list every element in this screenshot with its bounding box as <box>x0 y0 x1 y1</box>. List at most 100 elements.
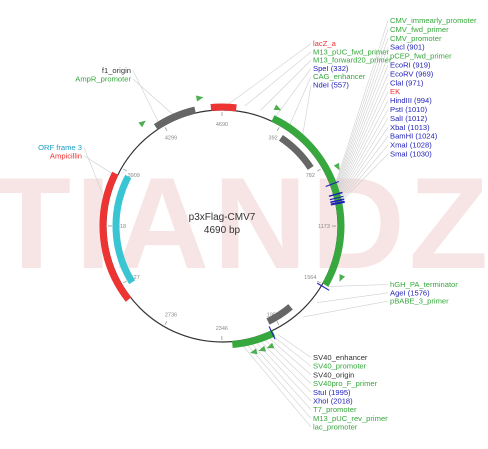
label-leader-line <box>336 38 389 185</box>
cut-site-mark <box>325 181 340 188</box>
cut-site-mark <box>268 326 276 340</box>
cut-site-mark <box>330 198 345 203</box>
cut-site-mark <box>330 200 345 205</box>
label-leader-line <box>339 100 389 194</box>
feature-label: EK <box>390 87 400 96</box>
feature-label: lacZ_a <box>313 39 337 48</box>
feature-arc-cmv-promoter-arc <box>271 115 345 287</box>
label-leader-line <box>340 136 389 199</box>
primer-arrow <box>339 274 346 282</box>
primer-arrow <box>266 342 275 349</box>
feature-label: Sacl (901) <box>390 43 425 52</box>
primer-arrow <box>138 120 146 128</box>
tick-mark <box>123 168 127 172</box>
feature-label: CMV_fwd_primer <box>390 25 449 34</box>
label-leader-line <box>340 144 389 201</box>
feature-arc-hgh-pa-box <box>266 304 293 325</box>
primer-arrow <box>250 348 258 355</box>
label-leader-line <box>339 91 389 193</box>
label-leader-line <box>289 76 312 125</box>
label-leader-line <box>275 68 312 117</box>
feature-label: XmaI (1028) <box>390 141 432 150</box>
label-leader-line <box>244 51 312 107</box>
feature-label: CMV_immearly_promoter <box>390 16 477 25</box>
feature-label: HindIII (994) <box>390 96 432 105</box>
tick-mark <box>164 321 168 325</box>
label-leader-line <box>338 73 389 190</box>
label-leader-line <box>316 292 389 304</box>
label-leader-line <box>341 153 389 202</box>
label-leader-line <box>339 109 389 196</box>
feature-arc-sv40-origin-arc <box>231 330 276 349</box>
cut-site-mark <box>316 282 330 291</box>
label-leader-line <box>337 47 389 187</box>
tick-mark <box>123 280 127 284</box>
label-leader-line <box>269 338 312 376</box>
feature-label: hGH_PA_terminator <box>390 280 458 289</box>
feature-arc-ampicillin <box>99 171 132 302</box>
label-leader-line <box>337 64 389 189</box>
feature-label: M13_pUC_fwd_primer <box>313 47 389 56</box>
feature-label: XhoI (2018) <box>313 397 353 406</box>
label-leader-line <box>260 341 312 393</box>
tick-label: 4299 <box>165 136 177 142</box>
feature-label: SV40pro_F_primer <box>313 379 378 388</box>
feature-label: SV40_promoter <box>313 362 367 371</box>
label-leader-line <box>273 336 312 367</box>
feature-label: CMV_promoter <box>390 34 442 43</box>
feature-label: Ampicillin <box>50 151 82 160</box>
feature-label: M13_forward20_primer <box>313 56 392 65</box>
feature-label: AmpR_promoter <box>75 75 131 84</box>
tick-mark <box>317 280 321 284</box>
feature-label: f1_origin <box>102 66 131 75</box>
label-leader-lines <box>83 20 389 428</box>
label-leader-line <box>335 20 389 183</box>
cut-site-mark <box>330 201 345 206</box>
tick-mark <box>276 321 280 325</box>
feature-label: SalI (1012) <box>390 114 428 123</box>
feature-label: lac_promoter <box>313 423 358 432</box>
label-leader-line <box>340 118 389 197</box>
tick-label: 4690 <box>216 122 228 128</box>
feature-label: CAG_enhancer <box>313 72 366 81</box>
feature-labels: CMV_immearly_promoterCMV_fwd_primerCMV_p… <box>38 16 477 432</box>
feature-label: SpeI (332) <box>313 64 349 73</box>
label-leader-line <box>302 84 312 135</box>
label-leader-line <box>83 155 113 174</box>
primer-arrow <box>273 104 282 111</box>
feature-label: M13_pUC_rev_primer <box>313 414 388 423</box>
tick-label: 2736 <box>165 312 177 318</box>
feature-label: SV40_origin <box>313 370 354 379</box>
feature-label: PstI (1010) <box>390 105 428 114</box>
label-leader-line <box>243 345 312 428</box>
feature-label: ORF frame 3 <box>38 143 82 152</box>
label-leader-line <box>256 342 312 402</box>
label-leader-line <box>340 127 389 198</box>
label-leader-line <box>336 29 389 184</box>
feature-arc-ampr-box <box>153 106 197 131</box>
tick-mark <box>276 127 280 132</box>
feature-label: ClaI (971) <box>390 78 424 87</box>
feature-label: pBABE_3_primer <box>390 297 449 306</box>
label-leader-line <box>132 78 173 115</box>
label-leader-line <box>327 284 389 287</box>
cut-site-mark <box>329 195 344 201</box>
feature-arc-orf-frame-3 <box>112 174 136 285</box>
label-leader-line <box>338 82 389 192</box>
watermark-text: TIANDZ <box>0 150 488 296</box>
plasmid-name: p3xFlag-CMV7 <box>189 212 256 223</box>
feature-arc-lacz-box-b <box>221 103 237 112</box>
plasmid-size: 4690 bp <box>204 225 241 236</box>
cut-site-mark <box>328 192 343 197</box>
feature-arc-lacz-box <box>210 103 223 112</box>
primer-arrows <box>138 95 346 355</box>
cut-site-marks <box>268 181 345 340</box>
feature-label: SmaI (1030) <box>390 150 432 159</box>
feature-label: BamHI (1024) <box>390 132 438 141</box>
tick-label: 2346 <box>216 326 228 332</box>
label-leader-line <box>247 345 312 419</box>
primer-arrow <box>258 345 267 352</box>
tick-label: 3518 <box>114 224 126 230</box>
label-leader-line <box>132 70 159 123</box>
